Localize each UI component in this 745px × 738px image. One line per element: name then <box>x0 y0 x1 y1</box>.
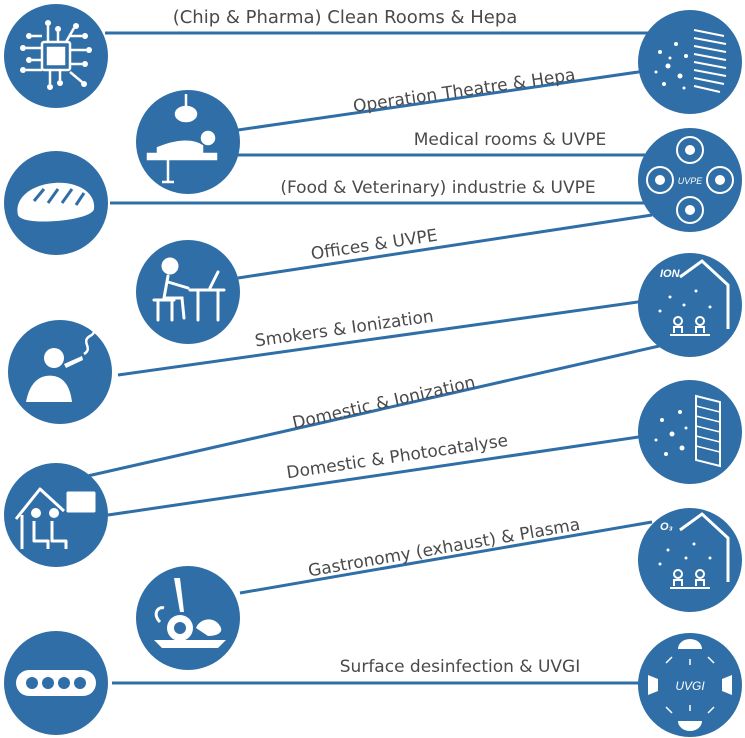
label-home-ionization: Domestic & Ionization <box>291 373 478 434</box>
uvpe-label: UVPE <box>678 176 704 186</box>
label-home-photocatalyse: Domestic & Photocatalyse <box>285 431 509 483</box>
label-food-uvpe: (Food & Veterinary) industrie & UVPE <box>280 178 595 198</box>
conveyor-icon <box>4 631 108 735</box>
label-operation-hepa: Operation Theatre & Hepa <box>352 65 577 117</box>
operation-theatre-icon <box>136 90 240 194</box>
chip-icon <box>4 4 108 108</box>
label-uvgi: Surface desinfection & UVGI <box>340 657 580 677</box>
label-gastronomy-plasma: Gastronomy (exhaust) & Plasma <box>307 515 582 582</box>
plasma-house-icon: O₃ <box>638 508 742 612</box>
home-icon <box>4 463 108 567</box>
smoker-icon <box>8 320 112 424</box>
ionizer-house-icon: ION <box>638 253 742 357</box>
line-gastronomy-plasma <box>239 520 653 595</box>
connection-labels: (Chip & Pharma) Clean Rooms & Hepa Opera… <box>173 7 607 677</box>
label-chip-hepa: (Chip & Pharma) Clean Rooms & Hepa <box>173 7 518 28</box>
line-home-photocatalyse <box>107 433 653 517</box>
line-operation-hepa <box>237 68 653 132</box>
uvgi-lamps-icon: UVGI <box>638 633 742 737</box>
hepa-filter-icon <box>638 10 742 114</box>
photocatalyst-filter-icon <box>638 380 742 484</box>
plasma-label: O₃ <box>660 521 673 533</box>
label-smoker-ionization: Smokers & Ionization <box>254 307 435 352</box>
uvpe-lamps-icon: UVPE <box>638 128 742 232</box>
uvgi-label: UVGI <box>675 679 705 693</box>
connection-lines <box>69 31 669 685</box>
bread-icon <box>4 151 108 255</box>
ionization-label: ION <box>660 268 681 280</box>
office-worker-icon <box>136 240 240 344</box>
line-office-uvpe <box>237 213 653 280</box>
label-medical-uvpe: Medical rooms & UVPE <box>414 130 607 150</box>
line-smoker-ionization <box>117 298 653 377</box>
line-home-ionization <box>69 342 669 482</box>
gastronomy-icon <box>136 566 240 670</box>
